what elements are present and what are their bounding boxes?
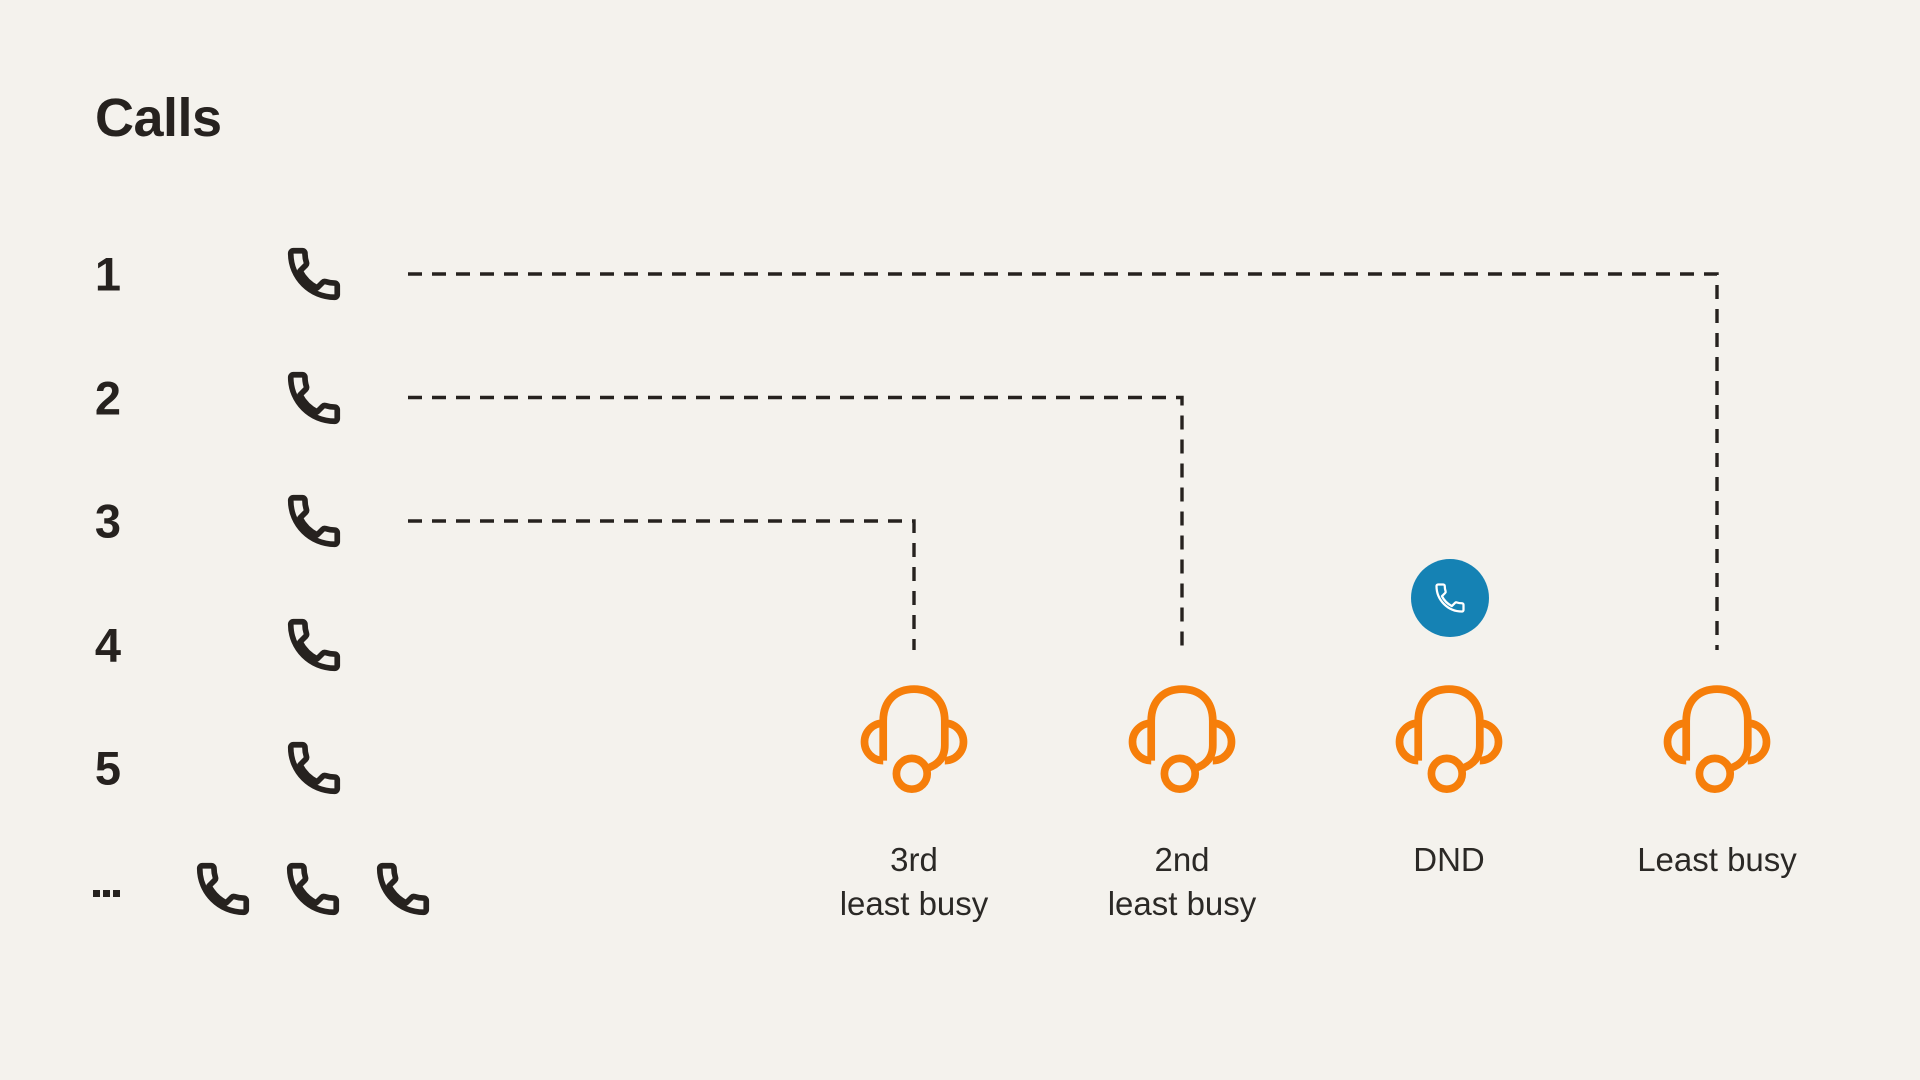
agent-label-line: 2nd xyxy=(1154,841,1210,878)
page-title: Calls xyxy=(95,88,222,148)
phone-icon xyxy=(283,737,345,799)
phone-icon xyxy=(283,490,345,552)
agent-label-line: least busy xyxy=(839,885,989,922)
ellipsis-dot xyxy=(113,890,120,897)
phone-icon xyxy=(283,367,345,429)
agent-label-line: 3rd xyxy=(890,841,938,878)
overflow-ellipsis xyxy=(93,890,120,897)
headset-icon xyxy=(1662,677,1772,798)
call-number: 4 xyxy=(94,618,122,671)
phone-icon xyxy=(282,858,344,920)
agent-label: 2nd least busy xyxy=(1042,838,1322,926)
phone-icon xyxy=(283,614,345,676)
call-number: 2 xyxy=(94,371,122,424)
ellipsis-dot xyxy=(103,890,110,897)
agent-label-line: least busy xyxy=(1107,885,1257,922)
active-call-badge xyxy=(1411,559,1489,637)
phone-icon xyxy=(1432,580,1468,616)
phone-icon xyxy=(192,858,254,920)
agent-label: 3rd least busy xyxy=(774,838,1054,926)
headset-icon xyxy=(859,677,969,798)
agent-label-line: DND xyxy=(1413,841,1485,878)
phone-icon xyxy=(283,243,345,305)
agent-label-line: Least busy xyxy=(1637,841,1797,878)
call-number: 5 xyxy=(94,741,122,795)
routing-line-call-1 xyxy=(408,272,1719,650)
routing-line-call-3 xyxy=(408,519,916,650)
headset-icon xyxy=(1127,677,1237,798)
agent-label: DND xyxy=(1309,838,1589,882)
ellipsis-dot xyxy=(93,890,100,897)
phone-icon xyxy=(372,858,434,920)
call-number: 3 xyxy=(94,494,122,548)
agent-label: Least busy xyxy=(1577,838,1857,882)
routing-line-call-2 xyxy=(408,395,1184,650)
headset-icon xyxy=(1394,677,1504,798)
call-number: 1 xyxy=(94,247,122,301)
